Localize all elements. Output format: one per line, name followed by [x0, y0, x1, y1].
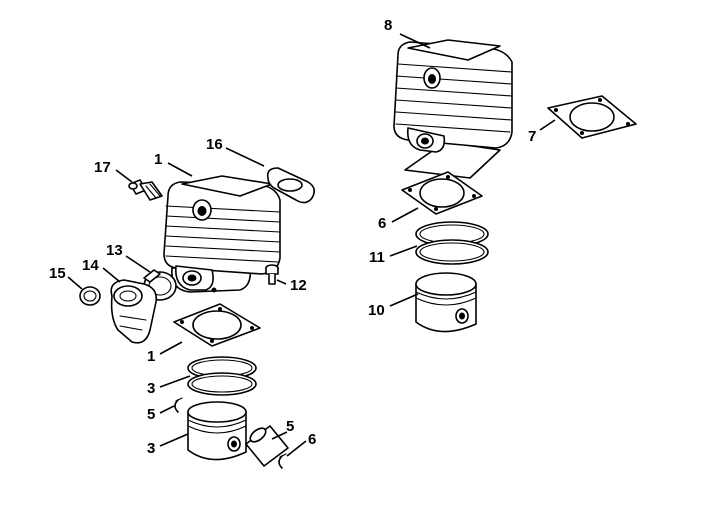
part-10-piston [415, 272, 477, 333]
callout-8: 7 [528, 128, 536, 145]
callout-4: 3 [147, 380, 155, 397]
callout-17: 17 [94, 159, 111, 176]
callout-10: 10 [368, 302, 385, 319]
part-16-gasket [266, 167, 316, 204]
part-11-piston-rings [415, 221, 489, 265]
part-6-circlip-lower [278, 453, 287, 469]
part-7-gasket [401, 171, 483, 215]
callout-12: 12 [290, 277, 307, 294]
callout-3: 3 [147, 440, 155, 457]
callout-9: 8 [384, 17, 392, 34]
callout-11: 11 [369, 249, 385, 266]
callout-15: 15 [49, 265, 66, 282]
callout-6-upper: 5 [147, 406, 155, 423]
callout-2: 1 [154, 151, 162, 168]
part-3-piston [187, 401, 247, 461]
part-2-cylinder [163, 175, 281, 293]
part-15-ring [79, 286, 101, 306]
part-17-decompression-valve [128, 179, 163, 201]
part-4-piston-rings [187, 356, 257, 396]
callout-13: 13 [106, 242, 123, 259]
part-1-gasket [173, 303, 261, 347]
part-9-cylinder [393, 39, 513, 179]
callout-16: 16 [206, 136, 223, 153]
callout-6-lower: 6 [308, 431, 316, 448]
callout-7: 6 [378, 215, 386, 232]
leader-lines [67, 33, 556, 457]
part-12-screw [265, 264, 279, 285]
callout-1: 1 [147, 348, 155, 365]
callout-14: 14 [82, 257, 99, 274]
part-8-gasket [547, 95, 637, 139]
callout-5: 5 [286, 418, 294, 435]
part-14-intake-manifold [110, 279, 158, 344]
part-6-circlip-upper [174, 397, 183, 413]
